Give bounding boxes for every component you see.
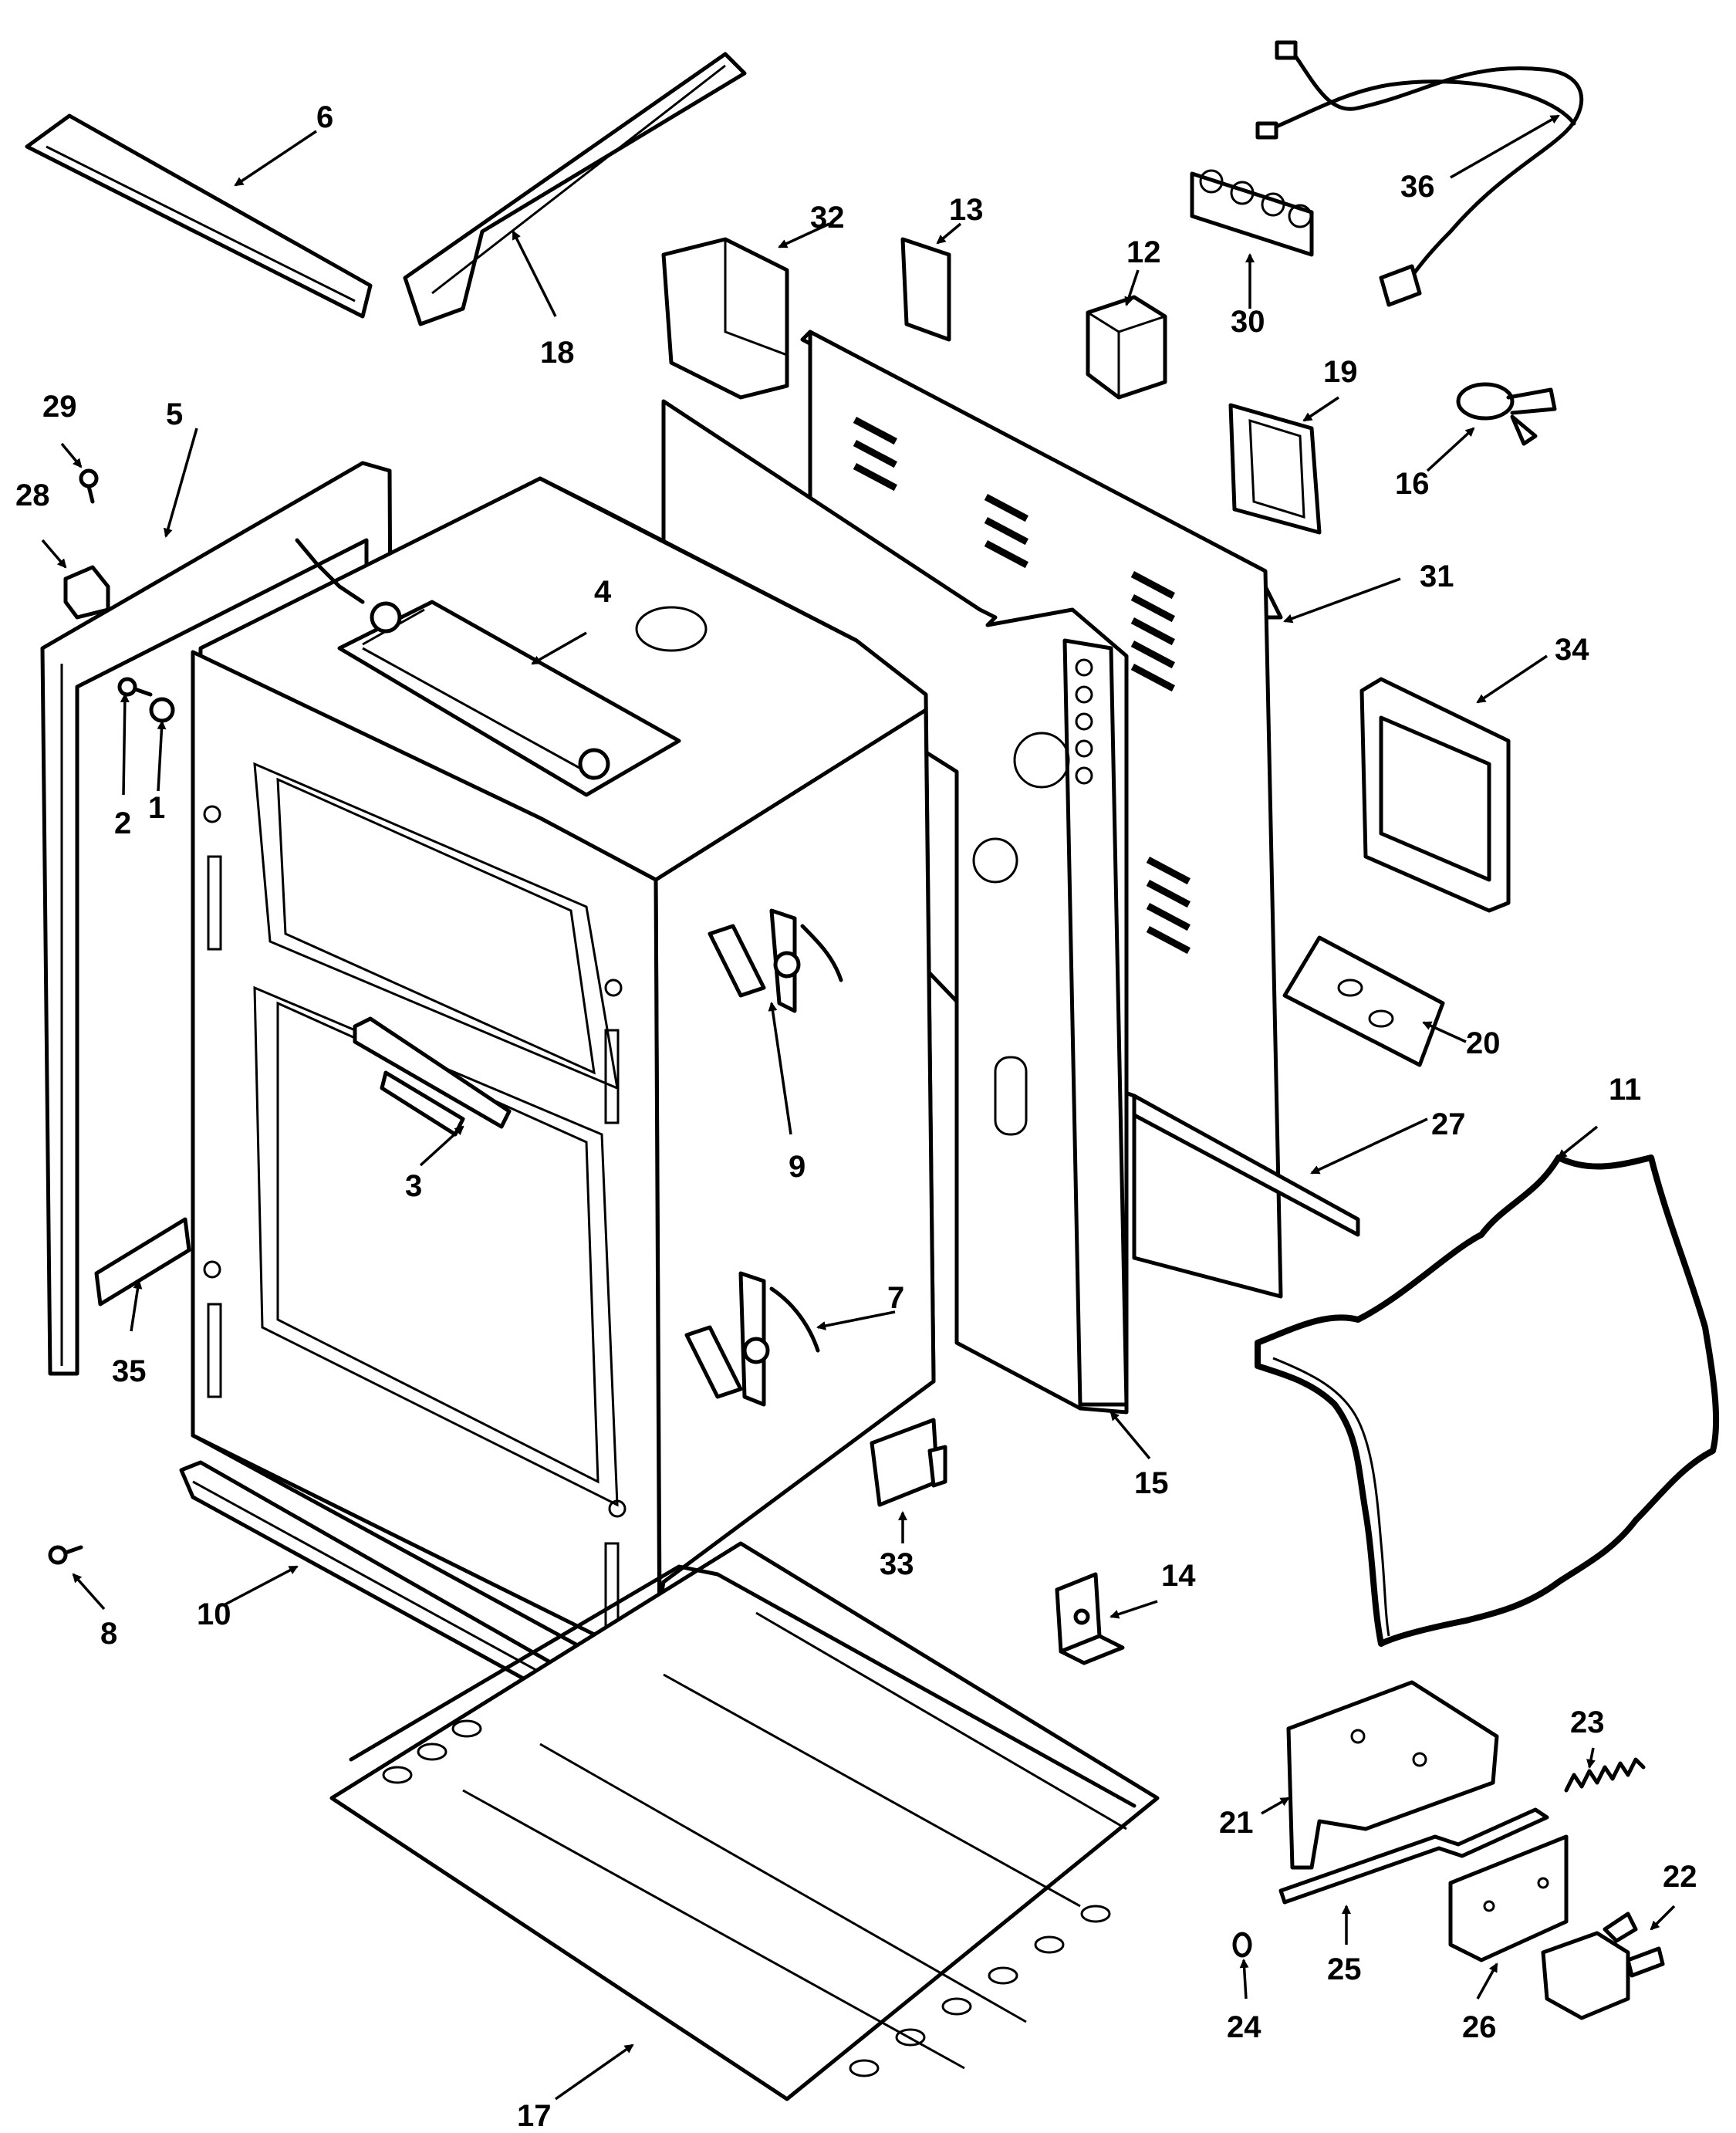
part-22-microswitch (1541, 1912, 1665, 2020)
part-21-switch-bracket (1286, 1680, 1499, 1870)
callout-30: 30 (1231, 305, 1265, 339)
callout-11: 11 (1609, 1073, 1641, 1107)
callout-2: 2 (114, 806, 131, 840)
callout-3: 3 (405, 1169, 422, 1203)
callout-28: 28 (15, 478, 50, 512)
part-7-lower-hinge (684, 1271, 820, 1407)
callout-15: 15 (1134, 1466, 1169, 1500)
part-11-insulation (1255, 1154, 1720, 1647)
part-4-top-bracket (295, 538, 681, 797)
callout-29: 29 (42, 390, 77, 424)
part-33-bracket (870, 1418, 947, 1507)
callout-8: 8 (100, 1617, 117, 1651)
callout-21: 21 (1219, 1806, 1254, 1840)
part-16-thermostat (1456, 382, 1557, 446)
callout-26: 26 (1462, 2010, 1497, 2044)
part-30-terminal-block (1190, 169, 1314, 257)
callout-19: 19 (1323, 355, 1358, 389)
callout-36: 36 (1400, 170, 1435, 204)
part-14-angle-bracket (1055, 1572, 1125, 1665)
part-8-screw (48, 1545, 83, 1565)
part-12-relay (1086, 295, 1167, 400)
part-9-upper-hinge (708, 908, 843, 1013)
callout-32: 32 (810, 201, 845, 235)
part-25-rod (1278, 1807, 1549, 1905)
part-27-rail-strip (1132, 1094, 1360, 1237)
callout-33: 33 (880, 1547, 914, 1581)
callout-5: 5 (166, 397, 183, 431)
part-23-spring (1564, 1757, 1646, 1793)
callout-4: 4 (594, 575, 612, 609)
callout-6: 6 (316, 100, 333, 134)
part-36-power-cord (1255, 40, 1584, 307)
callout-34: 34 (1555, 633, 1589, 667)
part-28-clip (63, 565, 110, 620)
part-2-screw (117, 677, 153, 697)
callout-25: 25 (1327, 1952, 1362, 1986)
callout-10: 10 (197, 1597, 231, 1631)
callout-7: 7 (887, 1281, 904, 1315)
part-20-angle-bracket (1282, 935, 1445, 1067)
oven-cavity (191, 476, 936, 1669)
callout-24: 24 (1227, 2010, 1261, 2044)
part-29-screw (79, 468, 99, 504)
callout-20: 20 (1466, 1026, 1501, 1060)
callout-13: 13 (949, 193, 984, 227)
part-1-nut (149, 697, 175, 723)
part-3-handle-bar (353, 1016, 512, 1137)
part-18-top-rail (403, 52, 747, 326)
callout-23: 23 (1570, 1705, 1605, 1739)
part-13-plate (900, 237, 951, 342)
callout-labels: 6 18 32 13 12 30 36 19 16 31 34 20 11 27… (15, 100, 1697, 2133)
part-35-lower-trim (94, 1217, 191, 1307)
part-26-plate (1448, 1834, 1569, 1962)
callout-18: 18 (540, 336, 575, 370)
callout-9: 9 (789, 1150, 806, 1184)
callout-27: 27 (1431, 1107, 1466, 1141)
callout-12: 12 (1126, 235, 1161, 269)
leader-lines (41, 114, 1676, 2101)
part-34-vent-panel (1359, 677, 1511, 913)
part-24-clip (1232, 1932, 1252, 1958)
callout-31: 31 (1420, 559, 1454, 593)
callout-35: 35 (112, 1354, 147, 1388)
callout-17: 17 (517, 2099, 552, 2133)
callout-14: 14 (1161, 1559, 1196, 1593)
part-6-trim-bar (25, 113, 373, 319)
part-17-bottom-pan (329, 1541, 1160, 2101)
callout-22: 22 (1663, 1860, 1697, 1894)
part-32-bracket (661, 237, 789, 400)
callout-16: 16 (1395, 467, 1430, 501)
part-19-bracket-frame (1228, 403, 1322, 535)
callout-1: 1 (148, 791, 165, 825)
